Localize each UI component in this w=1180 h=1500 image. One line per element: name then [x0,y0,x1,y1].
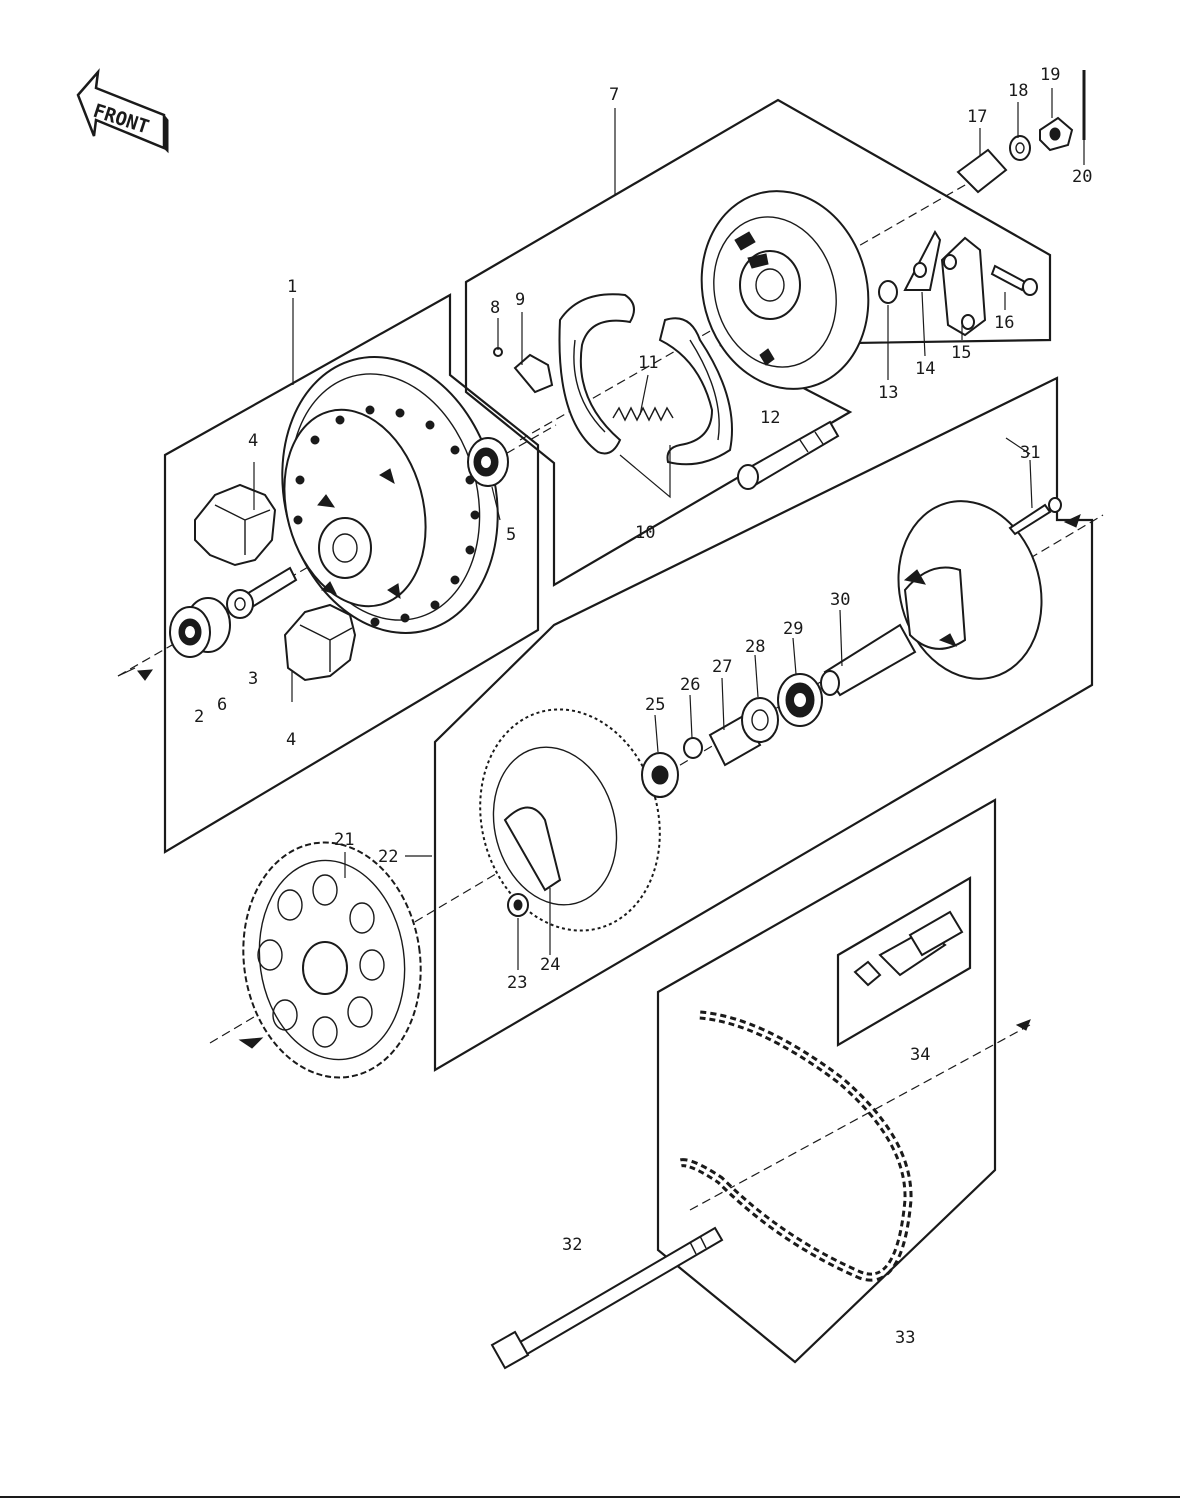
axle-collar [226,566,298,619]
callout-26: 26 [680,675,700,695]
brake-cam-lever [940,236,987,337]
anchor-plate [493,347,554,394]
brake-shoe-right [658,317,733,466]
axis-chain [689,1024,1031,1211]
callout-24: 24 [540,955,560,975]
callout-15: 15 [951,343,971,363]
callout-21: 21 [334,830,354,850]
hub-damper-lower [283,603,357,682]
callout-9: 9 [515,290,525,310]
torque-link-washer [1009,135,1031,161]
brake-shoe-spring [612,406,674,422]
cam-seal [878,280,898,304]
torque-link-collar [956,148,1008,194]
rear-axle [490,1226,724,1370]
brake-side-bearing [467,437,509,487]
callout-32: 32 [562,1235,582,1255]
callout-4a: 4 [248,431,258,451]
leader-lines [253,88,1085,970]
front-direction-badge: FRONT [76,68,169,154]
torque-link-nut [1039,116,1074,152]
callout-11: 11 [638,353,658,373]
callout-27: 27 [712,657,732,677]
callout-6: 6 [217,695,227,715]
brake-shoe-left [558,293,635,455]
callout-19: 19 [1040,65,1060,85]
callout-3: 3 [248,669,258,689]
hub-bolt [1008,497,1062,536]
sprocket-coupling [479,708,661,932]
chain-master-link [853,910,964,987]
callout-34: 34 [910,1045,930,1065]
drive-chain [678,1010,913,1282]
callout-33: 33 [895,1328,915,1348]
hub-damper-upper [194,483,277,567]
callout-5: 5 [506,525,516,545]
brake-camshaft [737,420,840,490]
panel-drive-chain [656,798,997,1364]
callout-29: 29 [783,619,803,639]
lever-bolt [990,264,1038,296]
callout-31: 31 [1020,443,1040,463]
callout-22: 22 [378,847,398,867]
callout-20: 20 [1072,167,1092,187]
wheel-bearing [169,597,231,658]
callout-16: 16 [994,313,1014,333]
brake-panel [700,190,870,390]
panel-master-link [836,876,972,1047]
callout-23: 23 [507,973,527,993]
rear-sprocket [242,841,422,1079]
callout-13: 13 [878,383,898,403]
circlip [683,737,703,759]
wear-indicator [903,229,942,291]
axis-brake [519,164,1001,441]
callout-4b: 4 [286,730,296,750]
callout-12: 12 [760,408,780,428]
callout-17: 17 [967,107,987,127]
callout-25: 25 [645,695,665,715]
coupling-bearing [777,673,823,727]
sprocket-shaft [820,623,917,697]
callout-30: 30 [830,590,850,610]
panel-wheel-hub [163,293,540,854]
callout-1: 1 [287,277,297,297]
panel-sprocket-hub [433,376,1094,1072]
coupling-collar [641,752,679,798]
coupling-nut [507,893,529,917]
callout-7: 7 [609,85,619,105]
callout-18: 18 [1008,81,1028,101]
callout-8: 8 [490,298,500,318]
final-drive-hub [897,500,1043,680]
callout-2: 2 [194,707,204,727]
callout-10: 10 [635,523,655,543]
callout-28: 28 [745,637,765,657]
callout-14: 14 [915,359,935,379]
oil-seal [741,697,779,743]
callout-labels: 1 2 3 4 4 5 6 7 8 9 10 11 12 13 14 15 16… [194,65,1092,1348]
rear-wheel-hub [281,356,499,634]
